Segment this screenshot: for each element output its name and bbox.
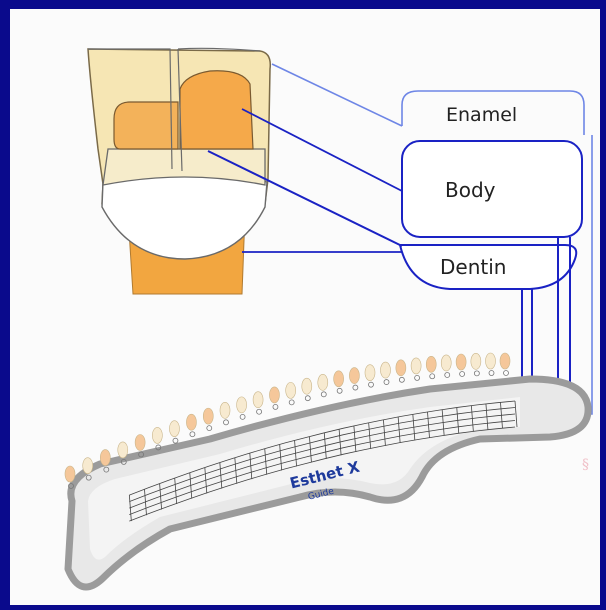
shade-tab (302, 378, 312, 401)
shade-tab (318, 374, 328, 397)
shade-tab (186, 414, 196, 437)
corner-mark: § (582, 457, 589, 473)
shade-tab (152, 427, 162, 450)
shade-tab (237, 397, 247, 420)
shade-tab (334, 371, 344, 394)
shade-tab (269, 387, 279, 410)
left-dentin-lobe (114, 102, 178, 149)
shade-tab (426, 356, 436, 379)
dentin-label: Dentin (440, 255, 506, 279)
shade-tab (169, 421, 179, 444)
shade-tab (380, 362, 390, 385)
shade-tab (220, 402, 230, 425)
tooth-layer-diagram: § (10, 9, 600, 605)
shade-tab (203, 408, 213, 431)
shade-tab (396, 360, 406, 383)
tooth-illustration (88, 48, 270, 294)
diagram-panel: § Enamel Body Dentin Esthet X Guide (10, 9, 600, 605)
shade-tab (471, 353, 481, 376)
shade-tab (485, 353, 495, 376)
shade-tab (253, 392, 263, 415)
shade-tab (456, 354, 466, 377)
shade-tab (365, 365, 375, 388)
shade-tab (349, 368, 359, 391)
enamel-label: Enamel (446, 104, 517, 126)
shade-tab (286, 382, 296, 405)
shade-tab (441, 355, 451, 378)
shade-tab (411, 358, 421, 381)
body-label: Body (445, 178, 496, 202)
shade-tab (500, 353, 510, 376)
